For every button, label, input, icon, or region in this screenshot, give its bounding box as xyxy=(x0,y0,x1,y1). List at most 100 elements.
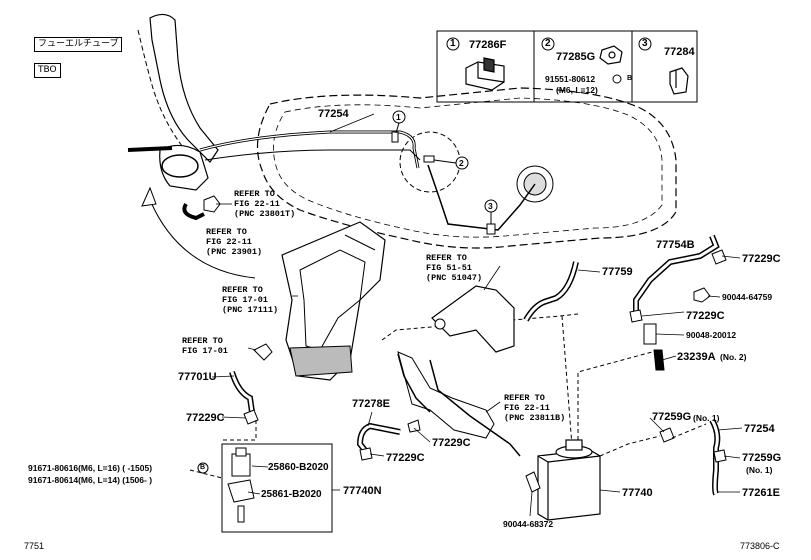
callout-1: 1 xyxy=(396,112,401,122)
leader-dashed-left xyxy=(222,420,257,441)
refer-note-1: REFER TO FIG 22-11 (PNC 23801T) xyxy=(234,189,296,219)
return-arrow-head xyxy=(141,186,157,207)
label-77754B: 77754B xyxy=(656,239,695,251)
refer-note-3: REFER TO FIG 17-01 (PNC 17111) xyxy=(222,285,279,315)
clamp-77259G-2 xyxy=(713,449,727,463)
filter-23239A xyxy=(653,349,665,371)
footer-left-code: 7751 xyxy=(24,541,45,551)
leader-bolt xyxy=(189,469,223,479)
center-tube-2 xyxy=(397,353,431,413)
bolt-note-1: 91671-80616(M6, L=16) ( -1505) xyxy=(28,463,153,473)
clamp-77229C-b xyxy=(629,309,643,323)
callout-2: 2 xyxy=(459,158,464,168)
legend-sub-2a: 91551-80612 xyxy=(545,74,596,84)
legend-part-3: 77284 xyxy=(664,46,695,58)
valve-assembly-box xyxy=(221,443,333,533)
tag-japanese: フューエルチューブ xyxy=(34,37,123,52)
label-77278E: 77278E xyxy=(352,398,390,410)
leader-dashed-right xyxy=(599,423,707,457)
bracket-base xyxy=(289,345,353,377)
legend-num-2: 2 xyxy=(545,38,551,49)
hose-77759-inner xyxy=(524,261,578,321)
label-25861: 25861-B2020 xyxy=(261,489,322,500)
legend-part-2: 77285G xyxy=(556,51,596,63)
legend-num-1: 1 xyxy=(450,38,456,49)
label-77701U: 77701U xyxy=(178,371,217,383)
label-77759: 77759 xyxy=(602,266,633,278)
bracket-25861 xyxy=(227,479,255,503)
mounting-bracket-detail xyxy=(299,234,376,351)
refer-note-4: REFER TO FIG 17-01 xyxy=(182,336,228,356)
clip-near-filler xyxy=(203,195,221,213)
filler-pipe-black xyxy=(127,146,173,152)
tank-callout-leaders xyxy=(395,122,492,224)
clip-77286F-icon xyxy=(465,57,505,91)
label-23239A-note: (No. 2) xyxy=(720,352,747,362)
label-leaders xyxy=(211,113,743,517)
label-77740: 77740 xyxy=(622,487,653,499)
label-23239A: 23239A xyxy=(677,351,716,363)
bracket-51047 xyxy=(431,285,515,353)
hose-near-filler xyxy=(182,202,205,221)
valve-90048 xyxy=(643,323,657,345)
bolt-note-2: 91671-80614(M6, L=14) (1506- ) xyxy=(28,475,153,485)
clamp-77229C-e xyxy=(407,419,421,433)
tube-77254-inner xyxy=(199,131,419,169)
bolt-icon xyxy=(237,505,245,523)
tube-lower xyxy=(204,149,421,161)
hose-77278E-inner xyxy=(358,424,401,455)
label-77229C-c: 77229C xyxy=(186,412,225,424)
label-77254-right: 77254 xyxy=(744,423,775,435)
footer-right-code: 773806-C xyxy=(740,541,780,551)
legend-num-3: 3 xyxy=(642,38,648,49)
callout-3: 3 xyxy=(488,201,493,211)
legend-circles xyxy=(446,37,652,84)
bolt-note-marker xyxy=(197,462,209,474)
refer-note-5: REFER TO FIG 51-51 (PNC 51047) xyxy=(426,253,483,283)
clamp-77229C-a xyxy=(711,249,727,265)
label-77259G-2-note: (No. 1) xyxy=(746,465,773,475)
label-77229C-e: 77229C xyxy=(386,452,425,464)
clamp-77229C-d xyxy=(359,447,373,461)
leader-dashed-canister xyxy=(577,351,653,440)
legend-b-marker: B xyxy=(627,75,633,82)
clip-77284-icon xyxy=(669,67,689,95)
tube-to-3 xyxy=(427,164,536,231)
bracket-51047-hole xyxy=(434,318,446,330)
label-77229C-b: 77229C xyxy=(686,310,725,322)
label-77254-top: 77254 xyxy=(318,108,349,120)
center-tube xyxy=(429,359,521,457)
label-25860: 25860-B2020 xyxy=(268,462,329,473)
label-77259G-1-note: (No. 1) xyxy=(693,413,720,423)
clip-90044-68372 xyxy=(525,471,541,493)
label-90048-20012: 90048-20012 xyxy=(686,330,737,340)
tag-code: TBO xyxy=(34,63,61,78)
refer-note-2: REFER TO FIG 22-11 (PNC 23901) xyxy=(206,227,263,257)
refer-note-6: REFER TO FIG 22-11 (PNC 23811B) xyxy=(504,393,566,423)
label-90044-68372: 90044-68372 xyxy=(503,519,554,529)
tank-callouts xyxy=(392,110,498,213)
label-77259G-1: 77259G xyxy=(652,411,692,423)
clip-1-marker xyxy=(391,131,399,143)
bolt-note-b: B xyxy=(200,464,206,471)
legend-sub-2b: (M6, L=12) xyxy=(556,85,598,95)
label-77229C-a: 77229C xyxy=(742,253,781,265)
return-arrow xyxy=(149,199,256,279)
legend-frame xyxy=(436,30,698,103)
canister-77740 xyxy=(537,439,601,521)
clip-77285G-icon xyxy=(599,45,623,65)
fuel-tank-inner xyxy=(273,97,663,238)
filler-neck xyxy=(149,13,219,163)
label-90044-64759: 90044-64759 xyxy=(722,292,773,302)
label-77259G-2: 77259G xyxy=(742,452,782,464)
clip-3-marker xyxy=(486,223,496,235)
label-77740N: 77740N xyxy=(343,485,382,497)
clip-90044-64759 xyxy=(693,287,711,303)
clamp-77229C-left xyxy=(243,409,259,425)
legend-part-1: 77286F xyxy=(469,39,507,51)
fuel-tank-outline xyxy=(256,87,677,249)
label-77229C-d: 77229C xyxy=(432,437,471,449)
hose-77754B-inner xyxy=(634,235,718,314)
valve-25860 xyxy=(231,447,251,477)
